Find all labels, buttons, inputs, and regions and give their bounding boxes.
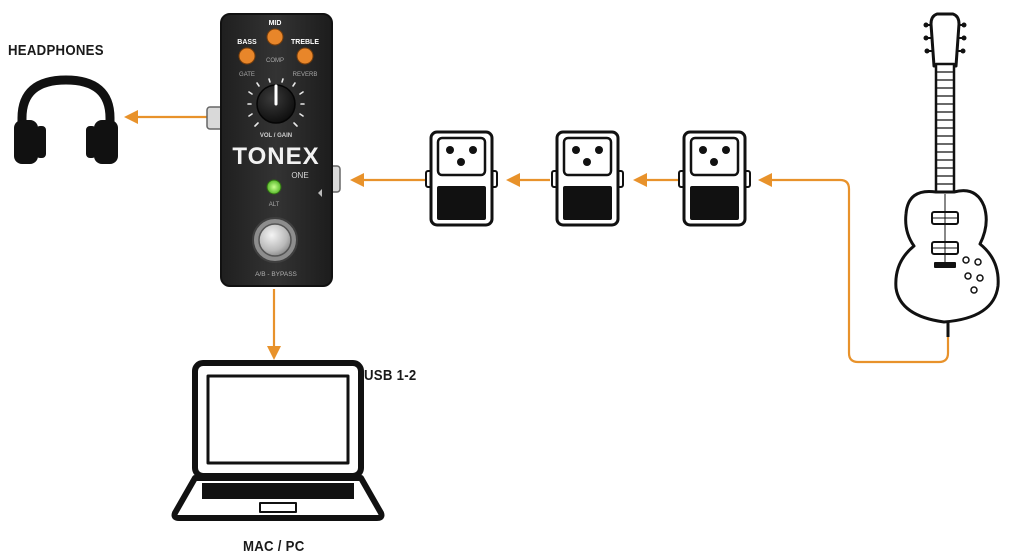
tonex-one-pedal: BASS MID TREBLE GATE COMP REVERB VOL / G… xyxy=(206,13,341,287)
treble-knob xyxy=(296,47,314,65)
alt-label: ALT xyxy=(269,202,280,208)
laptop-keyboard xyxy=(202,483,354,499)
alt-led xyxy=(266,179,282,195)
bass-label: BASS xyxy=(237,39,257,46)
guitar-body xyxy=(894,189,1000,324)
headphones-icon xyxy=(14,75,118,164)
tonex-logo: TONEX xyxy=(232,143,319,170)
mid-knob xyxy=(266,28,284,46)
effect-pedal-3 xyxy=(678,130,751,227)
usb-label: USB 1-2 xyxy=(364,367,417,384)
vol-gain-label: VOL / GAIN xyxy=(260,133,292,139)
gate-label: GATE xyxy=(239,72,255,78)
comp-label: COMP xyxy=(266,58,284,64)
headphones-label: HEADPHONES xyxy=(8,42,104,59)
ab-bypass-label: A/B - BYPASS xyxy=(255,271,297,278)
guitar-frets xyxy=(936,71,954,185)
laptop-trackpad xyxy=(259,502,297,513)
arrowhead-laptop xyxy=(267,346,281,360)
arrowhead-tonex xyxy=(350,173,364,187)
arrowhead-headphones xyxy=(124,110,138,124)
arrowhead-guitar xyxy=(758,173,772,187)
arrowhead-pedal2 xyxy=(633,173,647,187)
signal-arrows xyxy=(124,110,950,364)
guitar-neck xyxy=(934,62,956,196)
pedal-body xyxy=(220,13,333,287)
mid-label: MID xyxy=(269,20,282,27)
guitar-cable-arrow xyxy=(770,178,950,364)
laptop-icon xyxy=(171,360,385,521)
tonex-model: ONE xyxy=(291,171,308,180)
footswitch xyxy=(258,223,292,257)
guitar-control-knobs xyxy=(962,256,984,294)
reverb-label: REVERB xyxy=(293,72,318,78)
guitar-headstock xyxy=(929,12,961,68)
small-arrow-mark xyxy=(318,189,322,197)
bass-knob xyxy=(238,47,256,65)
computer-label: MAC / PC xyxy=(243,538,305,555)
guitar-icon xyxy=(894,12,1000,337)
effect-pedal-2 xyxy=(551,130,624,227)
knob-tick-marks xyxy=(247,78,305,127)
treble-label: TREBLE xyxy=(291,39,319,46)
arrowhead-pedal1 xyxy=(506,173,520,187)
effect-pedal-1 xyxy=(425,130,498,227)
